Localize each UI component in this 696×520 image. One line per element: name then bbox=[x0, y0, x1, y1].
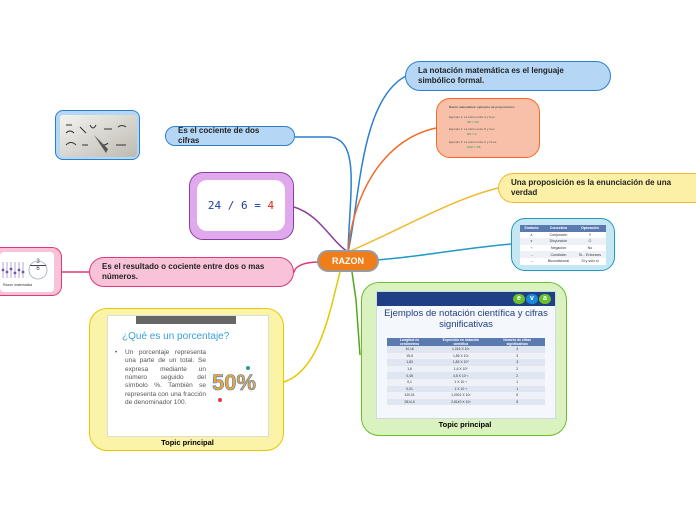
science-caption: Topic principal bbox=[438, 420, 492, 429]
svg-text:50%: 50% bbox=[212, 370, 256, 395]
node-notacion-label: La notación matemática es el lenguaje si… bbox=[418, 66, 564, 85]
node-proposicion-label: Una proposición es la enunciación de una… bbox=[511, 178, 672, 197]
ratio-line-4: Ejemplo 3: La razón entre 2 y 10 es bbox=[449, 140, 497, 144]
equation-display: 24 / 6 = 4 bbox=[197, 180, 285, 231]
logic-header: Operación bbox=[581, 226, 599, 231]
science-header: Longitud en centímetros bbox=[399, 338, 420, 346]
logic-header: Conectivo bbox=[549, 226, 568, 231]
node-notacion[interactable]: La notación matemática es el lenguaje si… bbox=[405, 61, 611, 91]
ratio-fraction: 3 6 bbox=[30, 259, 46, 272]
node-cociente-cifras-label: Es el cociente de dos cifras bbox=[178, 126, 260, 145]
percent-art-icon: 50% bbox=[212, 366, 256, 402]
slide-tab bbox=[136, 316, 236, 324]
ratio-line-1: Razón matemática: ejemplos de proporcion… bbox=[449, 105, 515, 109]
porcentaje-slide: ¿Qué es un porcentaje? • Un porcentaje r… bbox=[107, 315, 269, 437]
node-resultado[interactable]: Es el resultado o cociente entre dos o m… bbox=[89, 257, 294, 287]
image-card-razon-matematica[interactable]: 3 6 Razon matematica bbox=[0, 247, 62, 296]
eva-logo-icon: e v a bbox=[513, 294, 551, 304]
porcentaje-caption: Topic principal bbox=[161, 438, 214, 447]
node-cociente-cifras[interactable]: Es el cociente de dos cifras bbox=[165, 126, 295, 146]
porcentaje-text: • Un porcentaje representa una parte de … bbox=[115, 349, 206, 406]
science-slide-header: e v a bbox=[377, 292, 555, 306]
node-resultado-label: Es el resultado o cociente entre dos o m… bbox=[102, 262, 265, 281]
ratio-formula-2: 8/4 = 2 bbox=[467, 132, 477, 136]
image-card-handwriting[interactable] bbox=[55, 110, 140, 160]
abacus-icon bbox=[1, 260, 48, 280]
handwriting-photo-icon bbox=[60, 115, 137, 157]
science-header: Expresión en notación científica bbox=[442, 338, 479, 346]
ratio-line-2: Ejemplo 1: La razón entre 3 y 6 es bbox=[449, 115, 495, 119]
science-notation-table: Longitud en centímetros Expresión en not… bbox=[387, 338, 545, 406]
razon-thumbnail: 3 6 Razon matematica bbox=[0, 252, 54, 292]
equation-lhs: 24 / 6 = bbox=[207, 199, 261, 212]
ratio-line-3: Ejemplo 2: La razón entre 8 y 4 es bbox=[449, 127, 495, 131]
science-slide: e v a Ejemplos de notación científica y … bbox=[376, 291, 556, 419]
science-header: Número de cifras significativas bbox=[503, 338, 532, 346]
node-proposicion[interactable]: Una proposición es la enunciación de una… bbox=[498, 173, 696, 203]
logic-header: Símbolo bbox=[524, 226, 539, 231]
razon-thumbnail-caption: Razon matematica bbox=[3, 283, 33, 287]
ratio-formula-3: 2/10 = 1/5 bbox=[467, 145, 481, 149]
image-card-ratio-examples[interactable]: Razón matemática: ejemplos de proporcion… bbox=[436, 98, 540, 158]
center-node-razon[interactable]: RAZON bbox=[317, 250, 379, 272]
topic-card-porcentaje[interactable]: ¿Qué es un porcentaje? • Un porcentaje r… bbox=[89, 308, 284, 451]
equation-card[interactable]: 24 / 6 = 4 bbox=[189, 172, 294, 240]
ratio-formula-1: 3/6 = 1/2 bbox=[467, 120, 479, 124]
equation-rhs: 4 bbox=[267, 199, 275, 212]
topic-card-notacion-cientifica[interactable]: e v a Ejemplos de notación científica y … bbox=[361, 282, 567, 436]
porcentaje-title: ¿Qué es un porcentaje? bbox=[122, 331, 230, 342]
science-title: Ejemplos de notación científica y cifras… bbox=[384, 308, 548, 330]
